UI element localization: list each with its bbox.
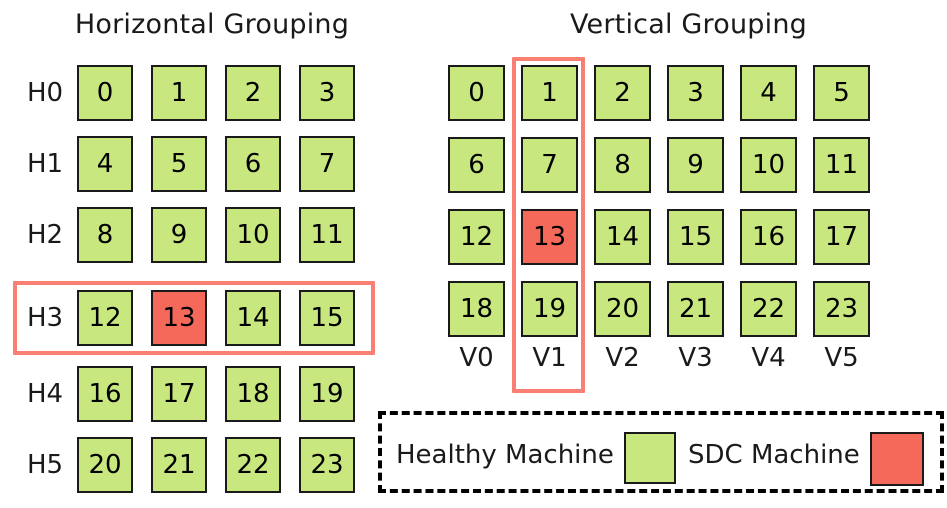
machine-cell[interactable]: 1: [151, 65, 207, 121]
col-label-v0: V0: [459, 343, 494, 373]
machine-cell[interactable]: 16: [740, 209, 797, 265]
machine-cell[interactable]: 0: [448, 65, 505, 121]
row-label-h0: H0: [27, 78, 64, 108]
machine-cell[interactable]: 0: [77, 65, 133, 121]
group-highlight-h3[interactable]: [13, 281, 375, 355]
machine-cell[interactable]: 18: [448, 281, 505, 337]
machine-cell[interactable]: 18: [225, 366, 281, 422]
machine-cell[interactable]: 5: [151, 136, 207, 192]
machine-cell[interactable]: 9: [667, 137, 724, 193]
machine-cell[interactable]: 21: [151, 437, 207, 493]
machine-cell[interactable]: 2: [225, 65, 281, 121]
machine-cell[interactable]: 15: [667, 209, 724, 265]
col-label-v4: V4: [751, 343, 786, 373]
machine-cell[interactable]: 12: [448, 209, 505, 265]
row-label-h4: H4: [27, 379, 64, 409]
legend-sdc-label: SDC Machine: [688, 440, 860, 470]
machine-cell[interactable]: 11: [299, 207, 355, 263]
machine-cell[interactable]: 3: [299, 65, 355, 121]
machine-cell[interactable]: 12: [77, 290, 133, 346]
horizontal-panel-title: Horizontal Grouping: [74, 9, 350, 40]
machine-cell[interactable]: 14: [594, 209, 651, 265]
machine-cell-sdc[interactable]: 13: [521, 209, 578, 265]
row-label-h5: H5: [27, 450, 64, 480]
row-label-h3: H3: [27, 303, 64, 333]
row-label-h2: H2: [27, 220, 64, 250]
machine-cell[interactable]: 10: [225, 207, 281, 263]
machine-cell[interactable]: 10: [740, 137, 797, 193]
machine-cell[interactable]: 20: [594, 281, 651, 337]
legend-healthy-label: Healthy Machine: [396, 440, 614, 470]
machine-cell[interactable]: 8: [594, 137, 651, 193]
machine-cell[interactable]: 17: [151, 366, 207, 422]
machine-cell[interactable]: 7: [521, 137, 578, 193]
row-label-h1: H1: [27, 149, 64, 179]
col-label-v5: V5: [824, 343, 859, 373]
machine-cell[interactable]: 4: [740, 65, 797, 121]
machine-cell[interactable]: 23: [813, 281, 870, 337]
col-label-v1: V1: [532, 343, 567, 373]
machine-cell[interactable]: 16: [77, 366, 133, 422]
machine-cell[interactable]: 7: [299, 136, 355, 192]
machine-cell[interactable]: 6: [225, 136, 281, 192]
machine-cell[interactable]: 8: [77, 207, 133, 263]
machine-cell[interactable]: 1: [521, 65, 578, 121]
machine-cell[interactable]: 9: [151, 207, 207, 263]
machine-cell[interactable]: 4: [77, 136, 133, 192]
legend-sdc-swatch: [870, 432, 924, 486]
machine-cell[interactable]: 20: [77, 437, 133, 493]
col-label-v2: V2: [605, 343, 640, 373]
machine-cell[interactable]: 21: [667, 281, 724, 337]
machine-cell[interactable]: 22: [225, 437, 281, 493]
machine-cell[interactable]: 5: [813, 65, 870, 121]
vertical-panel-title: Vertical Grouping: [569, 9, 807, 40]
group-highlight-v1[interactable]: [512, 57, 585, 393]
col-label-v3: V3: [678, 343, 713, 373]
machine-cell[interactable]: 6: [448, 137, 505, 193]
machine-cell[interactable]: 14: [225, 290, 281, 346]
machine-cell-sdc[interactable]: 13: [151, 290, 207, 346]
machine-cell[interactable]: 17: [813, 209, 870, 265]
machine-cell[interactable]: 11: [813, 137, 870, 193]
legend-healthy-swatch: [624, 432, 676, 484]
machine-cell[interactable]: 3: [667, 65, 724, 121]
machine-cell[interactable]: 23: [299, 437, 355, 493]
machine-cell[interactable]: 19: [521, 281, 578, 337]
machine-cell[interactable]: 22: [740, 281, 797, 337]
machine-cell[interactable]: 2: [594, 65, 651, 121]
machine-cell[interactable]: 19: [299, 366, 355, 422]
legend-box: Healthy Machine SDC Machine: [378, 411, 944, 493]
machine-cell[interactable]: 15: [299, 290, 355, 346]
